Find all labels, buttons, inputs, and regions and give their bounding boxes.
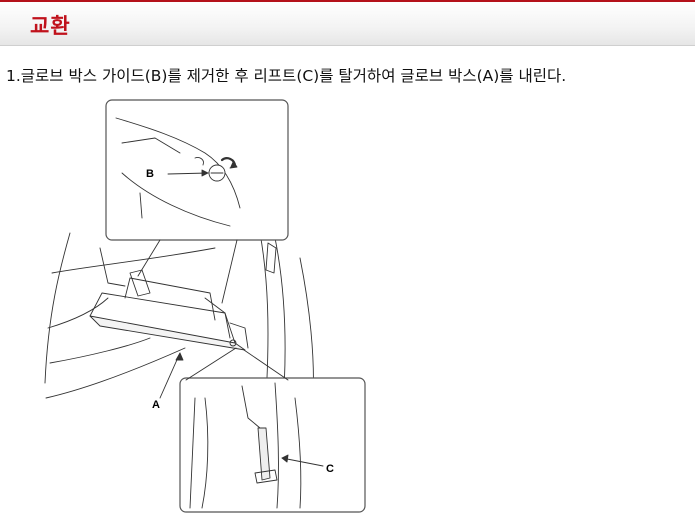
lift-pivot <box>229 339 237 347</box>
detail-c-pillar-inner <box>294 397 302 509</box>
vent-outline <box>99 247 126 287</box>
leader-b <box>167 172 209 175</box>
lift-stay <box>257 427 271 481</box>
lift-stay-base <box>254 469 278 484</box>
step-instruction: 1.글로브 박스 가이드(B)를 제거한 후 리프트(C)를 탈거하여 글로브 … <box>6 67 567 85</box>
callout-c: C <box>326 463 334 475</box>
section-header: 교환 <box>0 0 695 46</box>
detail-c-panel-line <box>201 397 209 509</box>
connector-top-right <box>221 239 238 304</box>
dashboard-bottom-line <box>45 347 186 399</box>
detail-c-bracket <box>241 385 261 429</box>
door-far-line <box>299 257 314 399</box>
rotate-arrowhead <box>229 160 238 169</box>
detail-lower-curve <box>121 172 231 227</box>
leader-c <box>281 457 324 467</box>
detail-frame-guide <box>105 99 289 241</box>
leader-a-arrow <box>175 352 184 361</box>
glove-box-side <box>204 297 231 339</box>
callout-b: B <box>146 168 154 180</box>
connector-top-left <box>137 239 161 277</box>
leader-b-arrow <box>201 169 209 177</box>
dashboard-lower-line <box>49 337 151 364</box>
glove-box-body <box>89 292 236 344</box>
leader-c-arrow <box>281 454 289 463</box>
connector-bottom-left <box>185 347 237 381</box>
illustration-drawing: B A C <box>44 99 366 513</box>
dashboard-upper-edge <box>51 247 216 274</box>
glove-box-lid <box>89 315 246 351</box>
connector-bottom-right <box>243 349 289 381</box>
detail-edge-mark <box>139 192 143 219</box>
dashboard-mid-line <box>47 297 109 329</box>
door-clip <box>265 242 277 274</box>
leader-a <box>159 352 181 399</box>
detail-hook <box>194 157 204 166</box>
glove-box-illustration: B A C <box>30 98 375 516</box>
section-title: 교환 <box>30 14 71 38</box>
callout-a: A <box>152 399 160 411</box>
detail-panel-curve <box>115 117 241 209</box>
door-pillar-line <box>259 232 269 399</box>
lift-bracket <box>229 322 249 349</box>
detail-trim-line <box>121 137 181 154</box>
detail-c-left-edge <box>189 397 196 509</box>
glove-latch-outline <box>129 269 151 297</box>
detail-frame-lift <box>179 377 366 513</box>
detail-c-pillar <box>274 382 279 509</box>
dashboard-line-left <box>44 232 71 384</box>
glove-box-inner <box>124 277 216 321</box>
